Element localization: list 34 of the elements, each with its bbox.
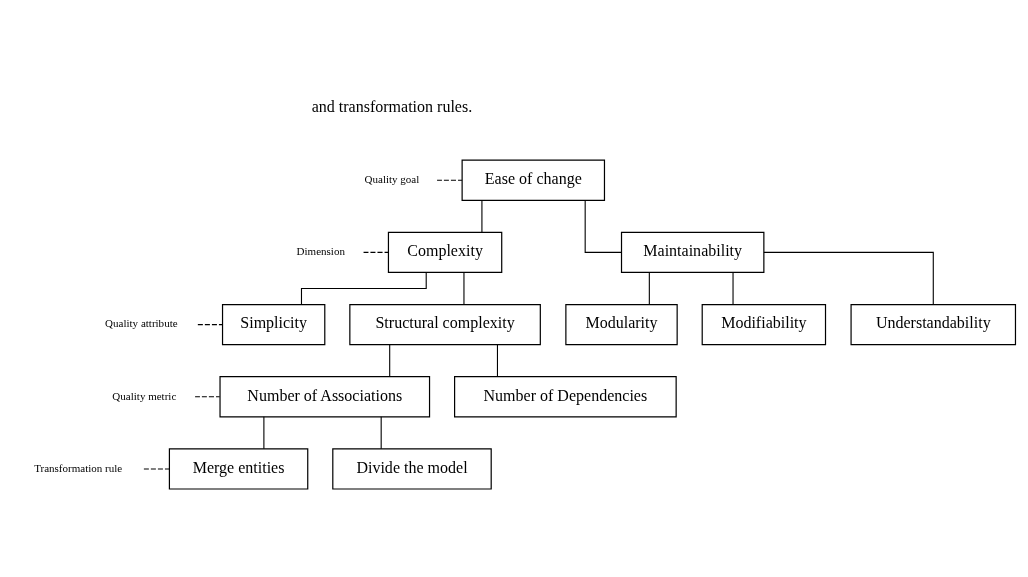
node-text: Quality attribute: [105, 317, 178, 330]
node-box: Modularity: [565, 303, 678, 346]
node-box: Modifiability: [701, 303, 827, 346]
connector: [263, 416, 265, 450]
label: and transformation rules.: [311, 97, 473, 115]
connector: [389, 344, 391, 378]
node-box: Simplicity: [221, 303, 326, 346]
connector: [496, 344, 498, 378]
connector: [732, 271, 734, 305]
connector: [380, 416, 382, 450]
node-box: Ease of change: [461, 159, 606, 201]
node-box: Divide the model: [332, 448, 492, 490]
connector: [363, 251, 389, 253]
connector: [194, 396, 221, 398]
node-box: Number of Associations: [219, 376, 431, 418]
connector: [143, 468, 170, 470]
node-box: Understandability: [850, 303, 1017, 346]
connector: [463, 271, 465, 305]
node-box: Structural complexity: [349, 303, 541, 346]
node-text: Dimension: [296, 245, 345, 258]
connector: [481, 199, 483, 233]
connector: [584, 199, 622, 253]
connector: [436, 179, 463, 181]
connector: [300, 272, 427, 305]
node-box: Maintainability: [620, 231, 765, 274]
node-text: Transformation rule: [34, 461, 123, 474]
node-text: Quality metric: [112, 389, 177, 402]
connector: [648, 271, 650, 305]
node-box: Complexity: [387, 231, 503, 274]
node-box: Number of Dependencies: [454, 376, 677, 418]
connector: [763, 251, 934, 306]
connector: [197, 324, 223, 326]
node-text: Quality goal: [364, 173, 420, 186]
node-box: Merge entities: [168, 448, 309, 490]
